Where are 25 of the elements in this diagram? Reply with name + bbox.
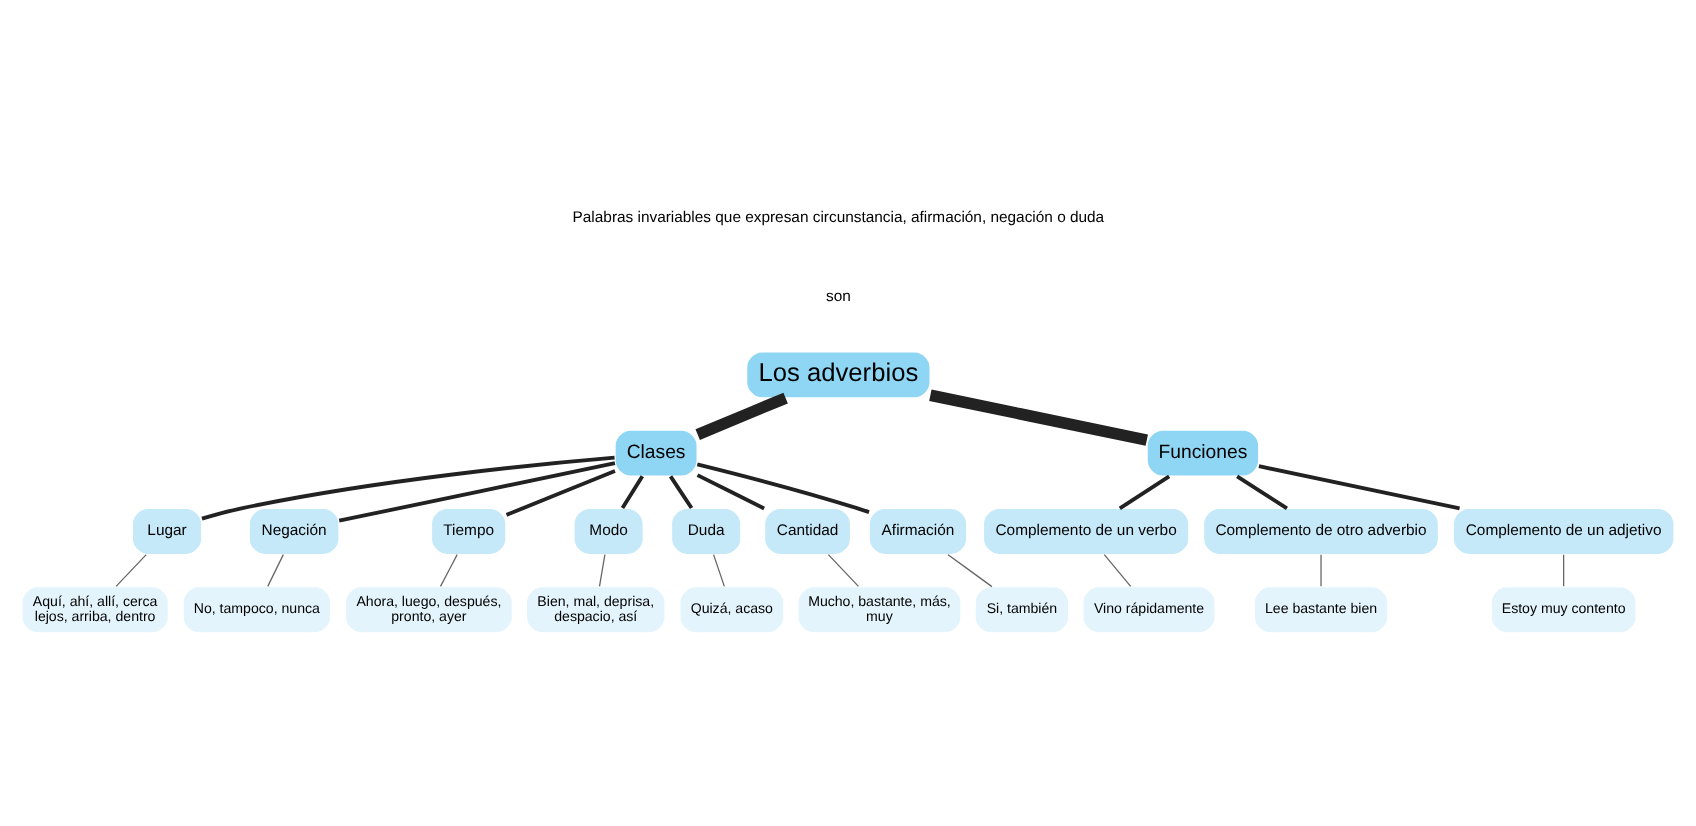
connector — [1320, 553, 1322, 586]
connector — [696, 461, 870, 513]
connector — [947, 553, 993, 587]
connector — [267, 553, 284, 586]
connector — [115, 553, 147, 586]
connector — [712, 553, 725, 586]
connector — [668, 474, 694, 509]
connector — [1103, 553, 1132, 586]
node-box: Clases — [614, 428, 698, 476]
connector — [696, 472, 765, 510]
connector — [439, 553, 458, 586]
connector — [201, 454, 615, 520]
node-box: Los adverbios — [745, 350, 931, 398]
connector — [1236, 473, 1288, 509]
connector — [338, 460, 616, 522]
connector — [505, 468, 616, 516]
connector — [598, 553, 606, 586]
connector — [620, 474, 644, 509]
connector — [1563, 553, 1565, 586]
node-box: Funciones — [1146, 428, 1260, 476]
connector — [827, 553, 860, 586]
connector — [1118, 473, 1171, 509]
connector — [695, 391, 788, 439]
connector — [1258, 463, 1460, 510]
connector — [929, 388, 1148, 445]
